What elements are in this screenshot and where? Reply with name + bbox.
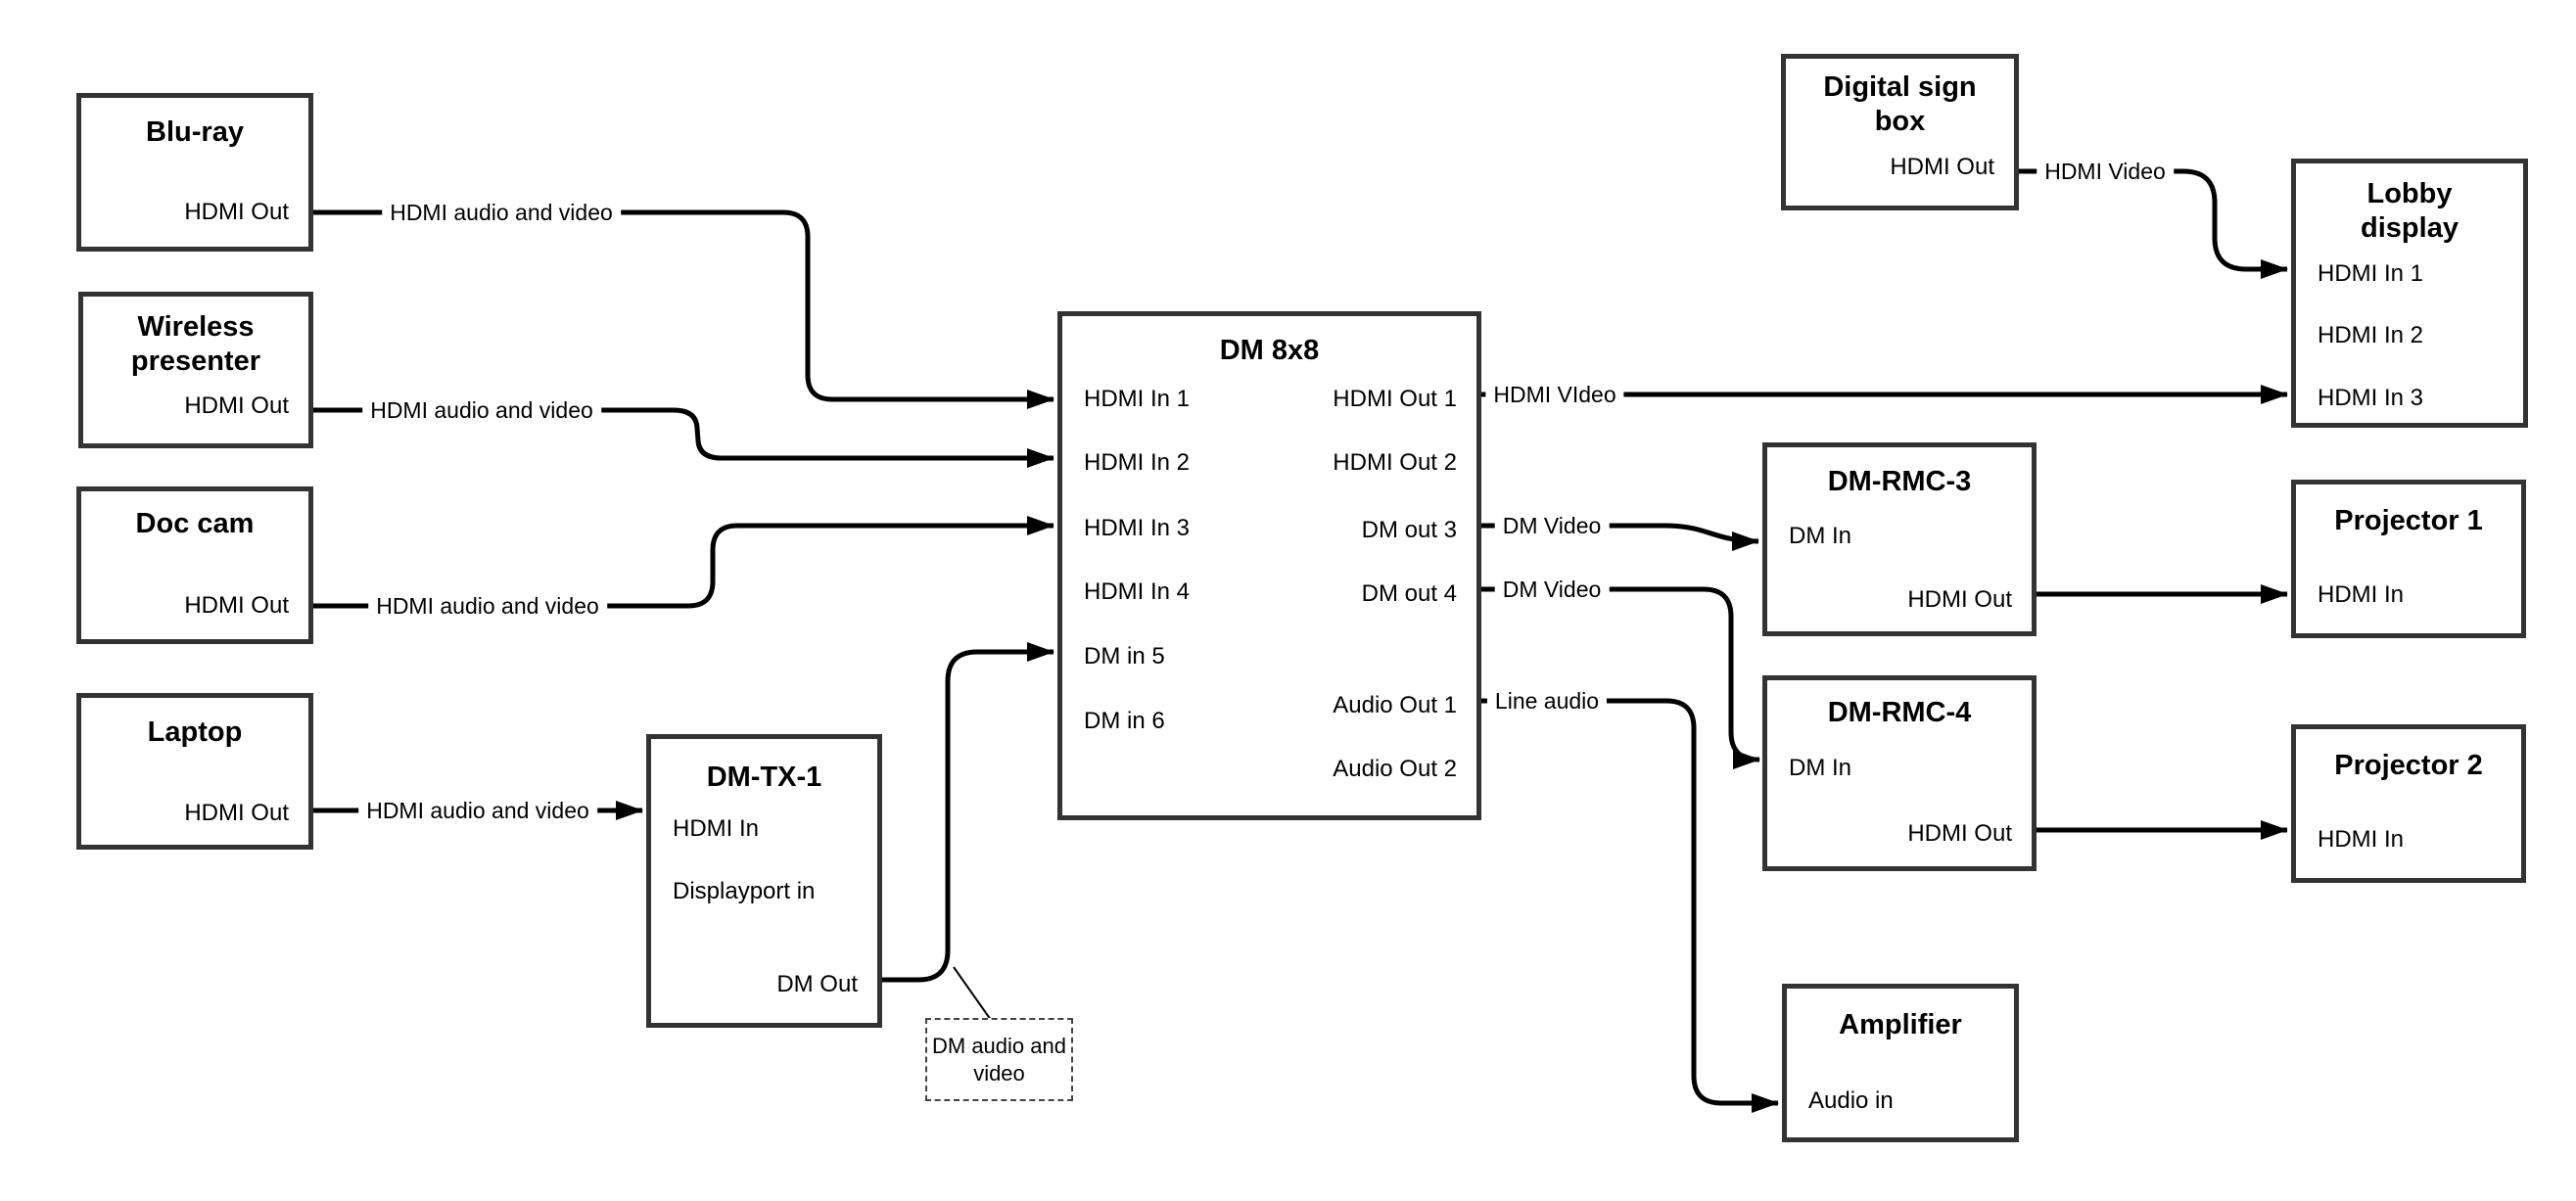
port-hdmi-out: HDMI Out [1890, 154, 1994, 180]
port-dm-in-6: DM in 6 [1084, 708, 1165, 734]
node-projector-2[interactable]: Projector 2 HDMI In [2291, 724, 2526, 883]
connection-label: HDMI audio and video [362, 395, 601, 425]
note-text: DM audio and video [932, 1033, 1066, 1086]
port-audio-out-2: Audio Out 2 [1333, 756, 1457, 782]
node-dm-rmc-4[interactable]: DM-RMC-4 DM In HDMI Out [1762, 675, 2037, 871]
node-digital-sign-box[interactable]: Digital sign box HDMI Out [1781, 54, 2019, 210]
node-title: Projector 2 [2334, 750, 2483, 781]
node-title: DM 8x8 [1219, 335, 1320, 366]
node-title: Lobby display [2361, 178, 2459, 244]
connector-dm8x8-aout1-to-amp [1481, 698, 1779, 1113]
connection-label: HDMI audio and video [358, 796, 597, 825]
port-hdmi-out: HDMI Out [184, 592, 289, 619]
port-dm-out-3: DM out 3 [1361, 517, 1457, 543]
port-hdmi-out-1: HDMI Out 1 [1333, 386, 1457, 412]
node-title: Doc cam [135, 508, 255, 539]
node-lobby-display[interactable]: Lobby display HDMI In 1 HDMI In 2 HDMI I… [2291, 159, 2528, 428]
port-hdmi-out: HDMI Out [184, 199, 289, 225]
node-title: Wireless presenter [130, 311, 261, 377]
node-title: DM-TX-1 [706, 762, 822, 793]
node-dm-8x8[interactable]: DM 8x8 HDMI In 1 HDMI In 2 HDMI In 3 HDM… [1057, 311, 1481, 820]
node-amplifier[interactable]: Amplifier Audio in [1782, 984, 2019, 1142]
port-hdmi-out-2: HDMI Out 2 [1333, 449, 1457, 476]
node-title: Digital sign box [1823, 71, 1977, 137]
port-dm-out: DM Out [776, 971, 858, 997]
connection-label: DM Video [1494, 511, 1610, 540]
port-dm-in-5: DM in 5 [1084, 643, 1165, 670]
node-dm-tx-1[interactable]: DM-TX-1 HDMI In Displayport in DM Out [646, 734, 882, 1028]
port-hdmi-in-3: HDMI In 3 [2318, 385, 2424, 411]
port-dm-in: DM In [1789, 523, 1852, 549]
node-title: Laptop [147, 716, 243, 748]
port-hdmi-in-4: HDMI In 4 [1084, 578, 1191, 605]
port-hdmi-in-2: HDMI In 2 [2318, 322, 2424, 348]
port-dm-in: DM In [1789, 755, 1852, 781]
node-title: Amplifier [1839, 1009, 1962, 1040]
connector-dm8x8-out3-to-dmrmc3 [1481, 523, 1759, 551]
connector-wireless-to-dm8x8-in2 [313, 407, 1054, 468]
connection-label: HDMI audio and video [368, 591, 607, 621]
node-wireless-presenter[interactable]: Wireless presenter HDMI Out [78, 292, 313, 448]
connection-label: Line audio [1486, 686, 1608, 716]
port-hdmi-in-1: HDMI In 1 [2318, 260, 2424, 287]
connector-digitalsign-to-lobby-in1 [2019, 168, 2288, 279]
node-bluray[interactable]: Blu-ray HDMI Out [76, 93, 313, 252]
port-hdmi-in-2: HDMI In 2 [1084, 449, 1191, 476]
node-title: DM-RMC-4 [1827, 697, 1972, 728]
port-hdmi-in-1: HDMI In 1 [1084, 386, 1191, 412]
port-audio-out-1: Audio Out 1 [1333, 692, 1457, 718]
note-callout-line [953, 966, 992, 1021]
node-title: Blu-ray [146, 116, 244, 148]
connector-dm8x8-out4-to-dmrmc4 [1481, 586, 1761, 769]
port-dm-out-4: DM out 4 [1361, 580, 1457, 607]
connection-label: HDMI Video [2037, 157, 2174, 186]
node-title: Projector 1 [2334, 505, 2483, 536]
port-hdmi-out: HDMI Out [184, 800, 289, 826]
node-laptop[interactable]: Laptop HDMI Out [76, 693, 313, 850]
port-hdmi-in-3: HDMI In 3 [1084, 515, 1191, 541]
note-dm-audio-video[interactable]: DM audio and video [925, 1018, 1073, 1101]
connector-bluray-to-dm8x8-in1 [313, 209, 1054, 409]
node-projector-1[interactable]: Projector 1 HDMI In [2291, 480, 2526, 638]
port-hdmi-in: HDMI In [2318, 826, 2405, 853]
port-hdmi-out: HDMI Out [1907, 820, 2012, 847]
port-hdmi-in: HDMI In [2318, 581, 2405, 608]
connection-label: HDMI audio and video [382, 198, 621, 227]
port-displayport-in: Displayport in [673, 878, 816, 904]
port-hdmi-in: HDMI In [673, 815, 760, 842]
port-hdmi-out: HDMI Out [184, 393, 289, 419]
connection-label: DM Video [1494, 575, 1610, 604]
node-doc-cam[interactable]: Doc cam HDMI Out [76, 486, 313, 644]
node-dm-rmc-3[interactable]: DM-RMC-3 DM In HDMI Out [1762, 442, 2037, 636]
node-title: DM-RMC-3 [1827, 466, 1972, 497]
connector-doccam-to-dm8x8-in3 [313, 516, 1054, 609]
port-audio-in: Audio in [1808, 1087, 1894, 1114]
port-hdmi-out: HDMI Out [1907, 586, 2012, 613]
connector-dmtx1-to-dm8x8-in5 [882, 642, 1054, 983]
connection-label: HDMI VIdeo [1485, 380, 1624, 409]
